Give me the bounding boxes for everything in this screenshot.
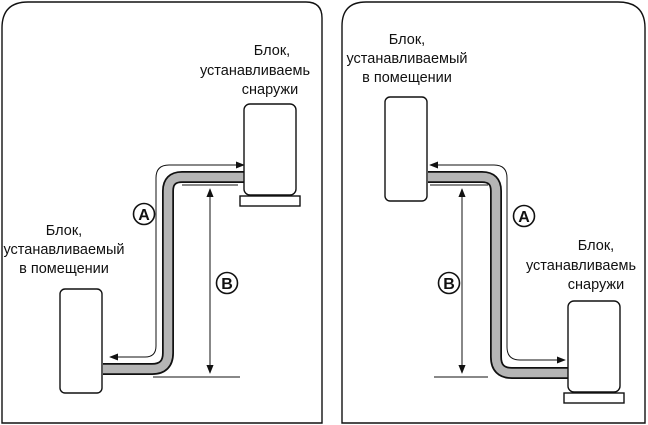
right-outdoor-label: Блок, устанавливаемь снаружи: [526, 238, 636, 293]
right-marker-b: B: [437, 271, 461, 295]
left-outdoor-unit: [239, 103, 301, 207]
right-pipe-length-arrow: [429, 161, 566, 364]
left-marker-b: B: [215, 271, 239, 295]
svg-text:устанавливаемь: устанавливаемь: [200, 63, 310, 79]
left-outdoor-label: Блок, устанавливаемь снаружи: [200, 43, 310, 98]
right-outdoor-unit: [563, 300, 625, 404]
svg-text:A: A: [518, 209, 530, 226]
svg-text:устанавливаемый: устанавливаемый: [346, 51, 467, 67]
svg-text:B: B: [221, 276, 233, 293]
left-marker-a: A: [132, 202, 156, 226]
svg-text:в помещении: в помещении: [362, 70, 452, 86]
svg-text:в помещении: в помещении: [19, 261, 109, 277]
right-panel-frame: [341, 1, 646, 424]
svg-text:Блок,: Блок,: [254, 43, 290, 59]
right-marker-a: A: [512, 204, 536, 228]
svg-text:A: A: [138, 207, 150, 224]
left-pipe-length-arrow: [109, 161, 245, 361]
svg-text:снаружи: снаружи: [568, 277, 624, 293]
svg-text:B: B: [443, 276, 455, 293]
svg-text:Блок,: Блок,: [578, 238, 614, 254]
left-indoor-label: Блок, устанавливаемый в помещении: [3, 223, 124, 277]
right-panel: A B Блок, устанавливаемый в помещении Бл…: [341, 1, 646, 424]
right-indoor-label: Блок, устанавливаемый в помещении: [346, 32, 467, 86]
left-panel-frame: [1, 1, 323, 424]
svg-text:устанавливаемь: устанавливаемь: [526, 258, 636, 274]
right-indoor-unit: [384, 96, 428, 202]
svg-text:Блок,: Блок,: [46, 223, 82, 239]
svg-text:снаружи: снаружи: [242, 82, 298, 98]
svg-text:устанавливаемый: устанавливаемый: [3, 242, 124, 258]
left-panel: A B Блок, устанавливаемь снаружи Блок, у…: [1, 1, 323, 424]
svg-text:Блок,: Блок,: [389, 32, 425, 48]
left-indoor-unit: [59, 288, 103, 394]
